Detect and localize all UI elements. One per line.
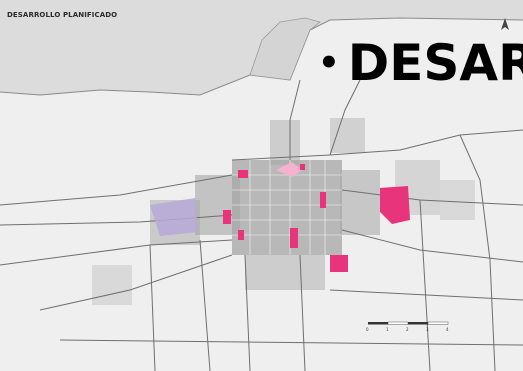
scale-tick-label: 1 [386, 327, 389, 332]
planned-area-west-1 [223, 210, 231, 224]
overlay-heading: •DESAR [318, 38, 523, 88]
planned-area-center [290, 228, 298, 248]
planned-development-areas [223, 162, 410, 272]
planned-area-center-north [320, 192, 326, 208]
overlay-heading-text: DESAR [347, 34, 523, 92]
planned-area-east [380, 186, 410, 224]
lavender-zone [150, 198, 198, 236]
scale-bar [368, 321, 449, 325]
north-arrow-icon [501, 18, 509, 30]
planned-area-north [276, 162, 302, 177]
road-network [0, 79, 523, 371]
planned-area-south [330, 255, 348, 272]
planned-area-north-west [238, 170, 248, 178]
map-title: DESARROLLO PLANIFICADO [7, 11, 118, 19]
planned-area-north-small [300, 164, 305, 170]
scale-tick-label: 0 [366, 327, 369, 332]
scale-tick-label: 3 [426, 327, 429, 332]
scale-tick-label: 4 [446, 327, 449, 332]
peninsula [249, 17, 321, 81]
planned-area-west-2 [238, 230, 244, 240]
scale-tick-label: 2 [406, 327, 409, 332]
bullet-icon: • [318, 43, 340, 83]
